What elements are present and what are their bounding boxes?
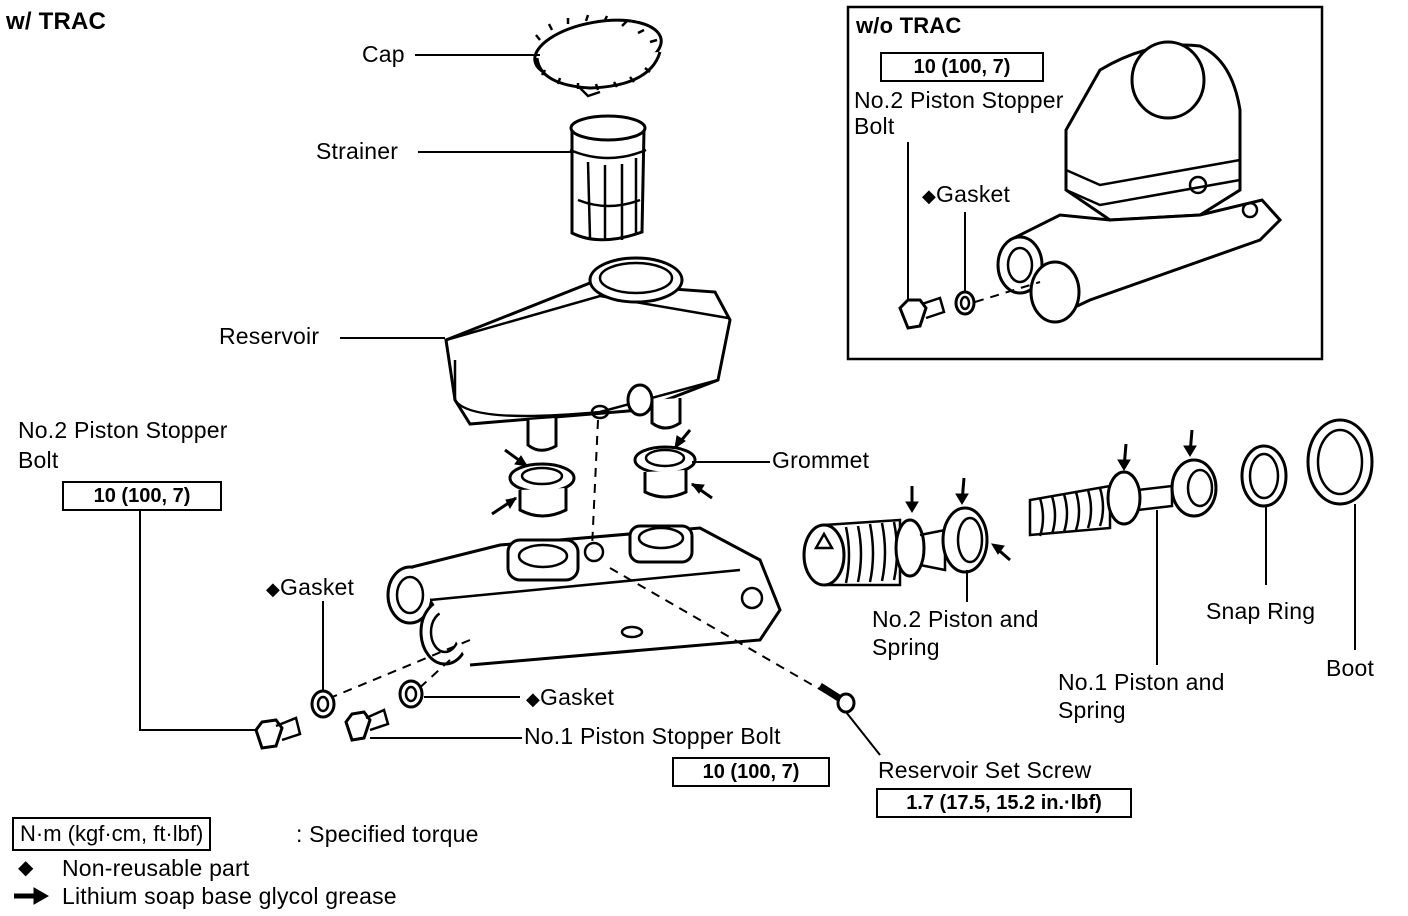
gasket-left-label: ◆Gasket [266,573,354,603]
legend-torque-unit-box: N·m (kgf·cm, ft·lbf) [12,817,212,851]
no2-stopper-bolt-label-line2: Bolt [18,447,59,473]
gasket-mid-label: ◆Gasket [526,683,614,713]
set-screw-leader [845,711,881,756]
legend-arrow-text: Lithium soap base glycol grease [62,883,397,909]
boot-part [1306,418,1374,506]
reservoir-part [444,256,732,452]
without-trac-title: w/o TRAC [856,13,962,38]
with-trac-title: w/ TRAC [6,8,107,35]
no2-piston-label-line2: Spring [872,634,940,660]
inset-cylinder-part [996,40,1283,324]
stopper-bolts [254,708,390,750]
no2-bolt-leader [139,508,255,731]
strainer-part [569,114,647,242]
inset-gasket-label: ◆Gasket [922,180,1010,210]
no1-piston-grease-arrows [1117,429,1197,471]
reservoir-set-screw-label: Reservoir Set Screw [878,757,1092,783]
boot-label: Boot [1326,655,1375,681]
no2-piston-label-line1: No.2 Piston and [872,606,1039,632]
no2-piston-part [802,506,989,587]
inset-no2-stopper-label-line1: No.2 Piston Stopper [854,87,1064,113]
no1-stopper-torque-box: 10 (100, 7) [672,757,830,787]
grommet-parts [508,445,697,518]
no2-piston-grease-arrows [905,477,1011,562]
master-cylinder-body [386,524,782,667]
reservoir-set-screw-part [818,683,856,714]
legend-torque-unit-text: : Specified torque [296,821,479,847]
no1-stopper-bolt-label: No.1 Piston Stopper Bolt [524,723,781,749]
grommet-grease-arrows [491,429,713,516]
inset-bolt-gasket [898,290,976,330]
inset-gasket-text: Gasket [936,181,1011,207]
no2-stopper-torque-box: 10 (100, 7) [62,481,222,511]
grommet-label: Grommet [772,447,870,473]
legend-diamond-text: Non-reusable part [62,855,250,881]
no2-stopper-bolt-label-line1: No.2 Piston Stopper [18,417,228,443]
strainer-label: Strainer [316,138,399,164]
gasket-rings [310,679,424,719]
gasket-left-text: Gasket [280,574,355,600]
cap-label: Cap [362,41,405,67]
inset-no2-stopper-label-line2: Bolt [854,113,895,139]
inset-no2-stopper-torque-box: 10 (100, 7) [880,52,1044,82]
legend-diamond-icon: ◆ [18,857,34,879]
snap-ring-part [1240,444,1288,508]
diamond-icon: ◆ [922,186,937,206]
reservoir-label: Reservoir [219,323,320,349]
set-screw-torque-box: 1.7 (17.5, 15.2 in.·lbf) [876,788,1132,818]
no1-piston-label-line2: Spring [1058,697,1126,723]
no1-piston-label-line1: No.1 Piston and [1058,669,1225,695]
inset-frame [846,5,1324,361]
gasket-mid-text: Gasket [540,684,615,710]
cap-part [533,14,663,98]
no1-piston-part [1028,458,1218,537]
grease-arrow-icon [14,887,50,905]
diamond-icon: ◆ [526,689,541,709]
inset-dash [974,281,1041,303]
diamond-icon: ◆ [266,579,281,599]
snap-ring-label: Snap Ring [1206,598,1316,624]
